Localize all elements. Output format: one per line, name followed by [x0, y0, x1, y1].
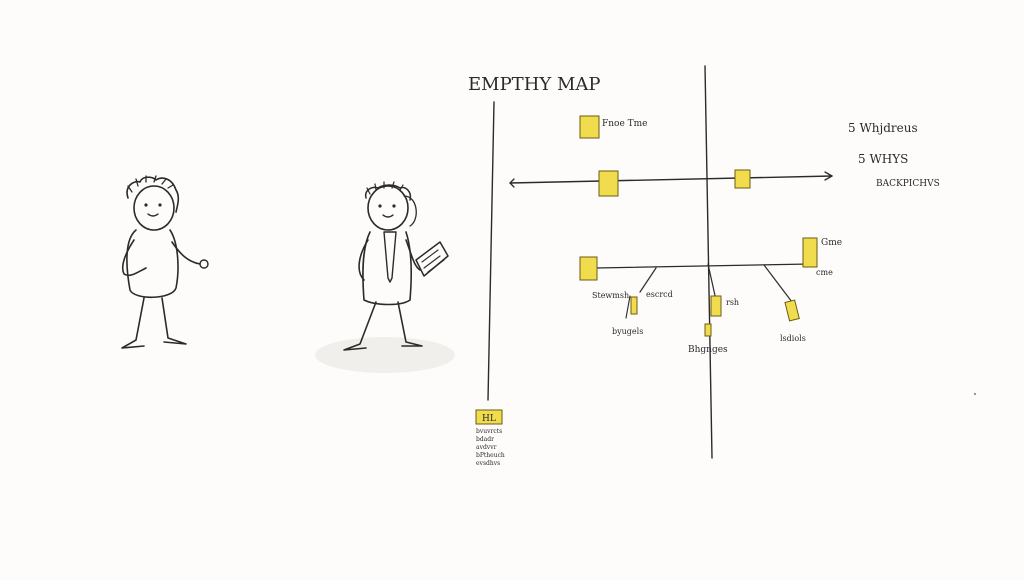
sticky-note: [784, 299, 800, 322]
branch-label: Bhgnges: [688, 345, 728, 355]
legend-line: bdadr: [476, 436, 494, 443]
legend-line: bPtheuch: [476, 452, 505, 459]
floor-shadow: [315, 337, 455, 373]
side-note-line: 5 Whjdreus: [848, 121, 918, 135]
branch-label: rsh: [726, 298, 739, 307]
legend-line: avdvvr: [476, 444, 497, 451]
sticky-note: [704, 323, 712, 337]
legend-tag: HL: [482, 414, 496, 424]
branch-lines: [595, 263, 811, 319]
sticky-note-label-top: Fnoe Tme: [602, 119, 648, 129]
sticky-note: [802, 237, 818, 268]
branch-label: byugels: [612, 327, 643, 336]
legend-tag-box: [475, 409, 503, 425]
sticky-note-label-right: Gme: [821, 238, 842, 248]
sticky-note: [734, 169, 751, 189]
branch-label: escrcd: [646, 290, 673, 299]
sticky-note: [579, 256, 598, 281]
branch-label: lsdiols: [780, 334, 806, 343]
legend-line: bvuvrcts: [476, 428, 502, 435]
sticky-note: [710, 295, 722, 317]
side-note-line: 5 WHYS: [858, 152, 908, 166]
side-note-line: BACKPICHVS: [876, 179, 940, 189]
sticky-note: [598, 170, 619, 197]
legend-card: HL bvuvrcts bdadr avdvvr bPtheuch evsdhv…: [475, 409, 505, 467]
stray-mark: [974, 393, 976, 395]
branch-label: Stewmsh: [592, 291, 629, 300]
map-axes: [487, 65, 833, 459]
person-figure-right: [343, 181, 449, 351]
person-figure-left: [121, 175, 209, 349]
sticky-note: [630, 296, 638, 315]
branch-label: cme: [816, 268, 833, 277]
map-title: EMPTHY MAP: [468, 74, 601, 95]
legend-line: evsdhvs: [476, 460, 500, 467]
sticky-note: [579, 115, 600, 139]
